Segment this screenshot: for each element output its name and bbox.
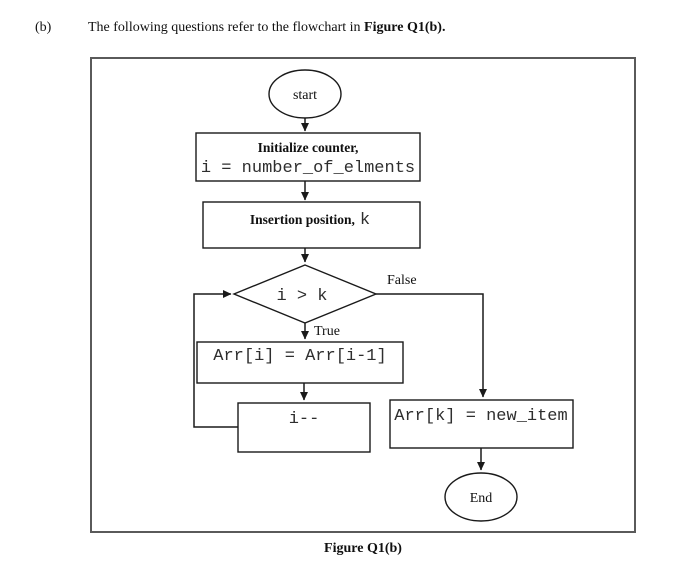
- insertion-position-var: k: [360, 211, 370, 230]
- end-terminator: [444, 472, 518, 522]
- flowchart-canvas: start Initialize counter, i = number_of_…: [90, 57, 636, 533]
- false-branch-label: False: [387, 273, 417, 288]
- figure-caption: Figure Q1(b): [324, 541, 402, 556]
- true-branch-label: True: [314, 324, 340, 339]
- connector-decrement-loop-to-condition: [193, 290, 238, 428]
- question-text-normal: The following questions refer to the flo…: [88, 20, 361, 35]
- question-text-figure-ref: Figure Q1(b).: [364, 20, 446, 35]
- figure-container: start Initialize counter, i = number_of_…: [90, 57, 636, 533]
- figure-frame: [90, 57, 636, 533]
- condition-decision-diamond: [232, 264, 378, 324]
- start-label: start: [293, 88, 317, 103]
- insertion-position-process-box: [202, 201, 421, 249]
- insert-code-label: Arr[k] = new_item: [394, 407, 567, 426]
- insertion-position-label: Insertion position, k: [250, 211, 370, 230]
- question-item-label: (b): [35, 20, 52, 35]
- connector-condition-false-to-insert: [376, 293, 487, 398]
- decrement-process-box: [237, 402, 371, 453]
- init-counter-heading: Initialize counter,: [258, 140, 359, 155]
- shift-code-label: Arr[i] = Arr[i-1]: [213, 347, 386, 366]
- init-counter-process-box: [195, 132, 421, 182]
- end-label: End: [470, 491, 493, 506]
- condition-label: i > k: [276, 287, 327, 306]
- init-counter-code: i = number_of_elments: [201, 159, 415, 178]
- start-terminator: [268, 69, 342, 119]
- insertion-position-heading: Insertion position,: [250, 212, 355, 227]
- decrement-code-label: i--: [289, 410, 320, 429]
- question-text: The following questions refer to the flo…: [88, 20, 445, 36]
- shift-process-box: [196, 341, 404, 384]
- insert-process-box: [389, 399, 574, 449]
